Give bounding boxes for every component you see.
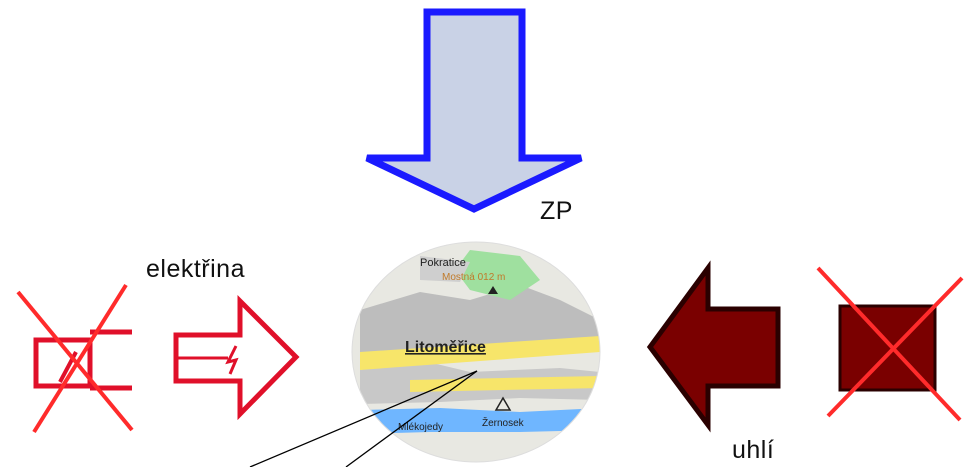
lightning-arrow-icon — [173, 294, 300, 421]
map-icon: Pokratice Mostná 012 m Litoměřice Mlékoj… — [351, 241, 601, 463]
map-label-pokratice-sub: Mostná 012 m — [442, 272, 505, 283]
coal-block-icon — [816, 266, 964, 422]
map-label-left: Mlékojedy — [398, 422, 443, 433]
map-label-pokratice: Pokratice — [420, 257, 466, 269]
gas-label: ZP — [540, 197, 573, 225]
coal-arrow-icon — [646, 260, 781, 433]
gas-down-arrow-icon — [365, 8, 583, 213]
electricity-label: elektřina — [146, 255, 245, 283]
electricity-symbol-icon — [16, 283, 134, 434]
pointer-line-1 — [249, 370, 478, 467]
map-label-right: Žernosek — [482, 416, 525, 429]
map-label-town: Litoměřice — [405, 339, 486, 356]
pointer-line-2 — [345, 370, 478, 467]
coal-label: uhlí — [732, 436, 775, 464]
